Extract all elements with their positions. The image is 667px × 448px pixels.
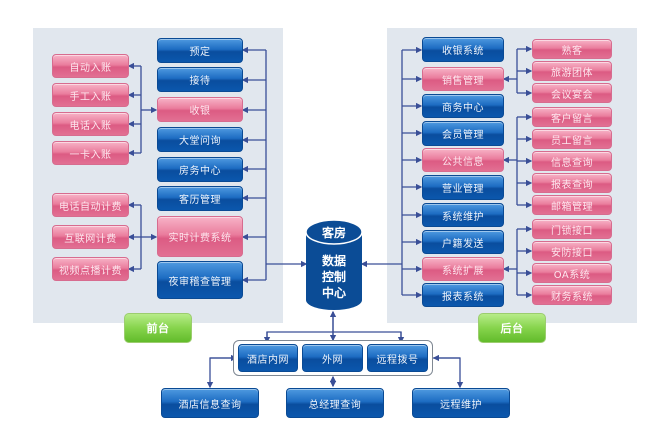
cashier-sub-auto-posting[interactable]: 自动入账 bbox=[52, 54, 129, 78]
endpoint-remote-maintenance[interactable]: 远程维护 bbox=[412, 388, 510, 418]
billing-sub-phone[interactable]: 电话自动计费 bbox=[52, 193, 129, 217]
database-label-2: 数据 bbox=[321, 254, 346, 268]
ext-sub-oa[interactable]: OA系统 bbox=[532, 263, 612, 283]
back-item-membership[interactable]: 会员管理 bbox=[422, 121, 504, 146]
sales-sub-tour-groups[interactable]: 旅游团体 bbox=[532, 61, 612, 81]
info-sub-info-query[interactable]: 信息查询 bbox=[532, 151, 612, 171]
front-item-guest-history[interactable]: 客历管理 bbox=[157, 186, 243, 211]
database-label-3: 控制 bbox=[321, 270, 346, 284]
back-item-maintenance[interactable]: 系统维护 bbox=[422, 203, 504, 227]
endpoint-gm-query[interactable]: 总经理查询 bbox=[286, 388, 384, 418]
front-item-realtime-billing[interactable]: 实时计费系统 bbox=[157, 216, 243, 257]
ext-sub-security[interactable]: 安防接口 bbox=[532, 241, 612, 261]
database-label-1: 客房 bbox=[321, 226, 346, 240]
cashier-sub-phone-posting[interactable]: 电话入账 bbox=[52, 112, 129, 136]
back-item-reports[interactable]: 报表系统 bbox=[422, 283, 504, 307]
database-cylinder bbox=[305, 219, 363, 310]
billing-sub-internet[interactable]: 互联网计费 bbox=[52, 225, 129, 249]
back-item-public-info[interactable]: 公共信息 bbox=[422, 148, 504, 172]
back-item-extension[interactable]: 系统扩展 bbox=[422, 257, 504, 281]
info-sub-staff-messages[interactable]: 员工留言 bbox=[532, 129, 612, 149]
back-item-sales[interactable]: 销售管理 bbox=[422, 67, 504, 91]
front-item-reception[interactable]: 接待 bbox=[157, 67, 243, 92]
channel-hotel-intranet[interactable]: 酒店内网 bbox=[238, 344, 298, 372]
cashier-sub-manual-posting[interactable]: 手工入账 bbox=[52, 83, 129, 107]
back-item-operations[interactable]: 营业管理 bbox=[422, 175, 504, 200]
database-label-4: 中心 bbox=[321, 286, 346, 300]
sales-sub-conferences[interactable]: 会议宴会 bbox=[532, 83, 612, 103]
front-item-cashier[interactable]: 收银 bbox=[157, 97, 243, 122]
info-sub-mailbox[interactable]: 邮箱管理 bbox=[532, 195, 612, 215]
ext-sub-door-lock[interactable]: 门锁接口 bbox=[532, 219, 612, 239]
back-item-registry-upload[interactable]: 户籍发送 bbox=[422, 230, 504, 254]
endpoint-hotel-info-query[interactable]: 酒店信息查询 bbox=[161, 388, 259, 418]
back-item-cashier-system[interactable]: 收银系统 bbox=[422, 37, 504, 62]
front-item-night-audit[interactable]: 夜审稽查管理 bbox=[157, 261, 243, 299]
front-item-lobby-inquiry[interactable]: 大堂问询 bbox=[157, 127, 243, 152]
cashier-sub-card-posting[interactable]: 一卡入账 bbox=[52, 141, 129, 165]
front-item-reservation[interactable]: 预定 bbox=[157, 38, 243, 63]
back-office-label: 后台 bbox=[478, 313, 546, 343]
channel-remote-dialup[interactable]: 远程拨号 bbox=[367, 344, 428, 372]
info-sub-report-query[interactable]: 报表查询 bbox=[532, 173, 612, 193]
back-item-business-center[interactable]: 商务中心 bbox=[422, 94, 504, 118]
sales-sub-regulars[interactable]: 熟客 bbox=[532, 39, 612, 59]
billing-sub-vod[interactable]: 视频点播计费 bbox=[52, 257, 129, 281]
channel-internet[interactable]: 外网 bbox=[302, 344, 363, 372]
info-sub-guest-messages[interactable]: 客户留言 bbox=[532, 107, 612, 127]
front-desk-label: 前台 bbox=[124, 313, 192, 343]
front-item-housekeeping[interactable]: 房务中心 bbox=[157, 157, 243, 182]
ext-sub-finance[interactable]: 财务系统 bbox=[532, 285, 612, 305]
